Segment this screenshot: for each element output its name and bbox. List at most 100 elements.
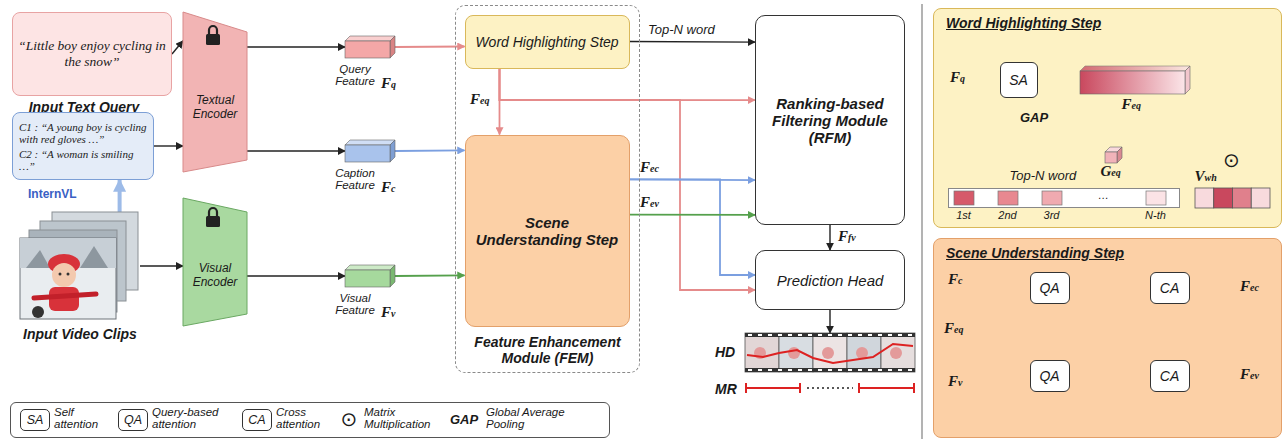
edge-label: Feq: [470, 92, 489, 107]
node-text: “Little boy enjoy cycling in the snow”: [13, 38, 171, 70]
shape-rect: [908, 369, 912, 371]
shape-rect: [1195, 188, 1214, 208]
shape-rect: [838, 334, 842, 336]
matrix-multiply: ⊙: [1222, 145, 1242, 175]
shape-line: [799, 383, 801, 393]
video-clips: Input Video Clips: [20, 212, 140, 320]
shape-rect: [848, 369, 852, 371]
shape-rect: [778, 334, 782, 336]
shape-line: [859, 387, 914, 389]
legend-text: Global Average Pooling: [486, 406, 586, 430]
connector: [829, 310, 830, 333]
node-text: QA: [1039, 368, 1059, 384]
node-text: Scene Understanding Step: [466, 214, 629, 248]
label-text: Fc: [948, 272, 962, 287]
shape-rect: [745, 368, 915, 372]
node-text: Word Highlighting Step: [469, 34, 624, 50]
node-text: …: [1084, 189, 1124, 201]
connector: [247, 275, 345, 276]
shape-rect: [808, 334, 812, 336]
shape-rect: [768, 369, 772, 371]
connector: [247, 150, 345, 151]
shape-svg: [745, 333, 915, 395]
shape-rect: [768, 334, 772, 336]
shape-polygon: [1080, 66, 1190, 71]
output-strip: HDMR: [745, 333, 915, 395]
node-text: Query Feature: [325, 63, 385, 87]
shape-rect: [898, 334, 902, 336]
node-text: ⊙: [1223, 150, 1240, 170]
shape-rect: [898, 369, 902, 371]
shape-rect: [1105, 152, 1117, 163]
node-text: C1 : “A young boy is cycling with red gl…: [13, 121, 153, 145]
label-text: CA: [242, 409, 272, 431]
node-text: CA: [1160, 368, 1179, 384]
shape-rect: [798, 369, 802, 371]
node-text: Fc: [381, 180, 395, 195]
shape-circle: [52, 263, 76, 287]
legend-text: Cross attention: [276, 406, 331, 430]
shape-polygon: [183, 198, 247, 326]
shape-rect: [858, 369, 862, 371]
connector: [140, 265, 183, 266]
shape-path: [80, 246, 108, 268]
shape-rect: [1042, 191, 1062, 205]
shape-rect: [748, 334, 752, 336]
shape-rect: [788, 334, 792, 336]
label-text: QA: [118, 409, 148, 431]
shape-rect: [868, 369, 872, 371]
label-text: Fec: [1240, 279, 1259, 294]
step-box: Word Highlighting Step: [465, 15, 630, 69]
shape-rect: [813, 333, 847, 372]
head-box: Prediction Head: [755, 250, 905, 310]
shape-circle: [788, 347, 800, 359]
label-text: Feq: [944, 321, 963, 336]
connector: [154, 145, 183, 146]
label-text: Fq: [950, 70, 965, 85]
shape-rect: [206, 34, 220, 45]
label-text: SA: [20, 409, 50, 431]
shape-rect: [1232, 188, 1251, 208]
shape-rect: [1080, 71, 1185, 94]
shape-svg: [1080, 66, 1190, 94]
module-box: Ranking-based Filtering Module (RFM): [755, 15, 905, 225]
shape-circle: [890, 347, 902, 359]
connector: [118, 180, 122, 212]
node-text: Vwh: [1195, 169, 1217, 184]
shape-rect: [881, 333, 915, 372]
connector: [829, 225, 830, 250]
node-text: SA: [1009, 72, 1028, 88]
node-text: Top-N word: [1010, 168, 1077, 183]
shape-svg: [345, 265, 395, 287]
label-text: ⊙: [338, 409, 360, 431]
shape-rect: [878, 334, 882, 336]
attention-box: QA: [1030, 272, 1070, 304]
encoder: Textual Encoder: [183, 12, 247, 172]
feature-block: Caption FeatureFc: [345, 140, 395, 162]
shape-rect: [828, 334, 832, 336]
shape-svg: [345, 36, 395, 58]
detail-panel: Word Highlighting StepSAFeqGeq⊙VwhTop-N …: [933, 8, 1282, 228]
node-text: Geq: [1101, 164, 1121, 179]
shape-polygon: [390, 265, 395, 287]
node-text: C2 : “A woman is smiling …”: [13, 148, 153, 172]
feature-block: Query FeatureFq: [345, 36, 395, 58]
shape-polygon: [1185, 66, 1190, 94]
shape-svg: [20, 212, 140, 320]
shape-rect: [948, 188, 1179, 207]
detail-panel: Scene Understanding StepQAQACACA: [933, 238, 1282, 438]
shape-polygon: [390, 140, 395, 162]
shape-svg: [948, 188, 1180, 208]
legend-text: Query-based attention: [152, 406, 234, 430]
shape-rect: [345, 41, 390, 58]
shape-rect: [828, 369, 832, 371]
edge-label: Fev: [640, 195, 659, 210]
node-text: Fq: [381, 76, 396, 91]
feature-block: Visual FeatureFv: [345, 265, 395, 287]
module-group: Feature Enhancement Module (FEM)Word Hig…: [455, 5, 640, 373]
shape-rect: [808, 369, 812, 371]
shape-rect: [206, 216, 220, 227]
shape-rect: [345, 145, 390, 162]
node-text: N-th: [1142, 209, 1170, 221]
